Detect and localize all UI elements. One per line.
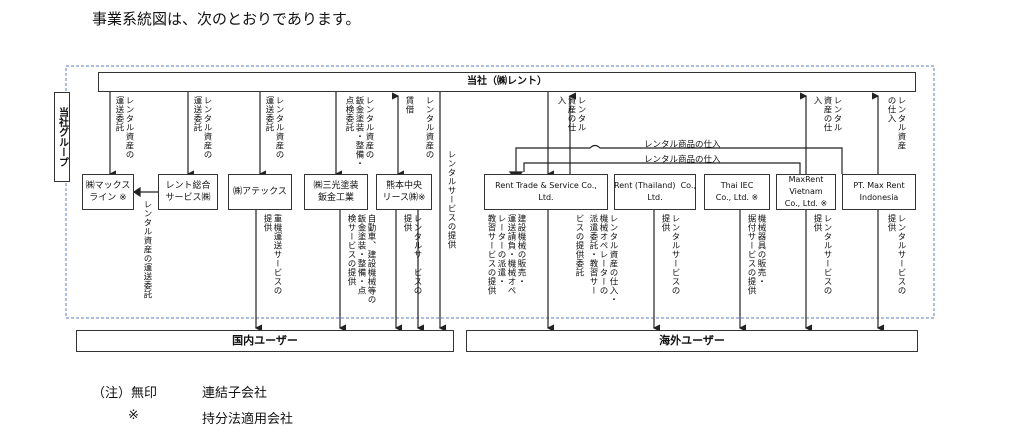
label-equipment-sales: 機械器具の販売・ 据付サービスの提供 <box>746 214 766 295</box>
company-kumamoto-chuo-lease: 熊本中央 リース㈱※ <box>376 174 432 210</box>
note-val-1: 連結子会社 <box>202 386 268 401</box>
company-sanko-tosou: ㈱三光塗装 鈑金工業 <box>304 174 368 210</box>
company-rent-thailand: Rent (Thailand) Co., Ltd. <box>614 174 696 210</box>
note-key-2: ※ <box>128 408 139 423</box>
label-asset-purchase-2: レンタル 資産の仕 入 <box>812 96 842 132</box>
label-bankin-service: 自動車、建設機械等の 鈑金塗装・整備・点 検サービスの提供 <box>346 214 376 304</box>
note-key-1: （注）無印 <box>92 386 158 401</box>
label-bankin-commission: レンタル資産の 鈑金塗装・整備・ 点検委託 <box>344 96 374 168</box>
company-thai-iec: Thai IEC Co., Ltd. ※ <box>704 174 770 210</box>
label-heavy-transport: 重機運送サービスの 提供 <box>262 214 282 295</box>
overseas-users-box: 海外ユーザー <box>466 330 918 352</box>
company-maxrent-vietnam: MaxRent Vietnam Co., Ltd. ※ <box>776 174 836 210</box>
label-rental-asset: レンタル資産の <box>424 96 434 159</box>
label-rental-service-indonesia: レンタルサービスの 提供 <box>886 214 906 295</box>
company-pt-maxrent-indonesia: PT. Max Rent Indonesia <box>842 174 916 210</box>
label-asset-purchase-3: レンタル資産 の仕入 <box>886 96 906 150</box>
label-rental-service-thailand: レンタルサービスの 提供 <box>660 214 680 295</box>
label-rental-service-kumamoto: レンタルサービスの 提供 <box>402 214 422 295</box>
label-transport-commission-lower: レンタル資産の運送委託 <box>142 200 152 299</box>
label-transport-2: レンタル資産の 運送委託 <box>192 96 212 159</box>
group-label: 当社グループ <box>54 92 70 182</box>
label-rental-service-vietnam: レンタルサービスの 提供 <box>812 214 832 295</box>
label-transport-3: レンタル資産の 運送委託 <box>264 96 284 159</box>
label-service-commission: ビスの提供委託 <box>574 214 584 277</box>
label-rtsc-services: 建設機械の販売・ 運送請負・機械オペ レーターの派遣・ 教習サービスの提供 <box>486 214 526 295</box>
label-operator-dispatch: レンタル資産の仕入・ 機械オペレーターの 派遣委託・教習サー <box>588 214 618 304</box>
domestic-users-box: 国内ユーザー <box>76 330 454 352</box>
label-rental-service-provision: レンタルサービスの提供 <box>446 150 456 249</box>
company-rent-trade-service: Rent Trade & Service Co., Ltd. <box>484 174 608 210</box>
label-transport-1: レンタル資産の 運送委託 <box>114 96 134 159</box>
label-asset-purchase-1: レンタル 資産の仕 入 <box>556 96 586 132</box>
note-val-2: 持分法適用会社 <box>202 412 294 427</box>
company-rent-sogo-service: レント総合 サービス㈱ <box>158 174 218 210</box>
label-lease: 賃借 <box>404 96 414 114</box>
intro-text: 事業系統図は、次のとおりであります。 <box>92 10 361 28</box>
company-artecs: ㈱アテックス <box>228 174 292 210</box>
company-mackus-line: ㈱マックス ライン ※ <box>82 174 134 210</box>
parent-company-box: 当社（㈱レント） <box>98 72 916 92</box>
label-product-purchase-2: レンタル商品の仕入 <box>644 155 721 165</box>
label-product-purchase-1: レンタル商品の仕入 <box>644 140 721 150</box>
